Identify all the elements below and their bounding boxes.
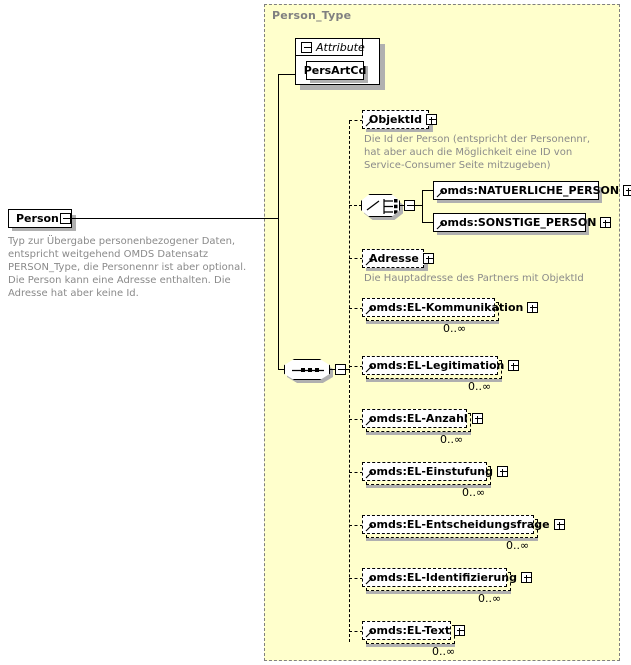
node-natuerliche-person-expander[interactable] — [623, 185, 631, 196]
node-objektid-annotation: Die Id der Person (entspricht der Person… — [364, 134, 594, 171]
choice-icon — [366, 199, 398, 214]
connector-bus-to-kommunikation — [349, 308, 363, 309]
node-sonstige-person-label: omds:SONSTIGE_PERSON — [440, 216, 597, 229]
connector-bus-to-identifizierung — [349, 578, 363, 579]
connector-sequence-expander-to-bus — [345, 369, 350, 370]
node-entscheidungsfrage-expander[interactable] — [553, 519, 565, 530]
root-element-person[interactable]: Person — [8, 209, 72, 228]
node-einstufung-expander[interactable] — [497, 466, 509, 477]
node-identifizierung-label: omds:EL-Identifizierung — [369, 571, 517, 584]
node-entscheidungsfrage-label: omds:EL-Entscheidungsfrage — [369, 518, 550, 531]
node-identifizierung[interactable]: omds:EL-Identifizierung — [362, 568, 532, 587]
node-identifizierung-occurs: 0..∞ — [478, 592, 502, 605]
connector-root-to-type — [71, 218, 278, 219]
connector-sequence-to-expander — [329, 369, 336, 370]
sequence-icon — [292, 368, 324, 372]
attribute-group-expander[interactable] — [301, 41, 312, 53]
node-identifizierung-expander[interactable] — [520, 572, 532, 583]
node-text[interactable]: omds:EL-Text — [362, 621, 466, 640]
connector-choice-to-natuerliche — [422, 190, 433, 191]
connector-choice-expander-to-bus — [414, 205, 423, 206]
connector-bus-to-einstufung — [349, 472, 363, 473]
node-adresse-annotation: Die Hauptadresse des Partners mit Objekt… — [364, 273, 584, 284]
node-anzahl-label: omds:EL-Anzahl — [369, 412, 468, 425]
node-einstufung-label: omds:EL-Einstufung — [369, 465, 494, 478]
node-entscheidungsfrage[interactable]: omds:EL-Entscheidungsfrage — [362, 515, 565, 534]
attribute-group-label: Attribute — [316, 40, 365, 54]
node-legitimation-occurs: 0..∞ — [468, 380, 492, 393]
node-legitimation-expander[interactable] — [508, 360, 520, 371]
node-objektid[interactable]: ObjektId — [362, 110, 437, 129]
connector-choice-branch-bus — [422, 190, 423, 223]
node-sonstige-person-expander[interactable] — [600, 217, 612, 228]
node-legitimation[interactable]: omds:EL-Legitimation — [362, 356, 520, 375]
node-text-expander[interactable] — [454, 625, 466, 636]
node-objektid-expander[interactable] — [426, 114, 437, 125]
connector-bus-to-anzahl — [349, 419, 363, 420]
sequence-compositor-expander[interactable] — [335, 364, 346, 375]
sequence-compositor[interactable] — [284, 359, 330, 380]
connector-trunk-vertical — [278, 74, 279, 369]
node-kommunikation-occurs: 0..∞ — [443, 322, 467, 335]
node-anzahl[interactable]: omds:EL-Anzahl — [362, 409, 483, 428]
node-kommunikation-label: omds:EL-Kommunikation — [369, 301, 524, 314]
attribute-persartcd-label: PersArtCd — [303, 64, 367, 77]
attribute-persartcd[interactable]: PersArtCd — [303, 61, 367, 80]
type-container-person-type — [264, 4, 620, 661]
connector-bus-to-text — [349, 631, 363, 632]
connector-bus-to-legitimation — [349, 366, 363, 367]
type-container-label: Person_Type — [272, 9, 352, 22]
choice-compositor-expander[interactable] — [404, 200, 415, 211]
node-einstufung-occurs: 0..∞ — [462, 486, 486, 499]
node-entscheidungsfrage-occurs: 0..∞ — [506, 539, 530, 552]
node-text-label: omds:EL-Text — [369, 624, 451, 637]
node-anzahl-occurs: 0..∞ — [440, 433, 464, 446]
root-element-expander[interactable] — [60, 213, 71, 224]
node-kommunikation-expander[interactable] — [527, 302, 539, 313]
node-kommunikation[interactable]: omds:EL-Kommunikation — [362, 298, 539, 317]
node-adresse-expander[interactable] — [422, 253, 434, 264]
node-anzahl-expander[interactable] — [471, 413, 483, 424]
connector-trunk-to-sequence — [278, 369, 288, 370]
attribute-group-header[interactable]: Attribute — [295, 38, 365, 56]
node-sonstige-person[interactable]: omds:SONSTIGE_PERSON — [433, 213, 612, 232]
node-einstufung[interactable]: omds:EL-Einstufung — [362, 462, 509, 481]
node-objektid-label: ObjektId — [369, 113, 422, 126]
connector-children-bus — [349, 121, 350, 642]
connector-bus-to-choice — [349, 205, 362, 206]
connector-bus-to-entscheidungsfrage — [349, 525, 363, 526]
connector-choice-to-expander — [399, 205, 405, 206]
root-element-annotation: Typ zur Übergabe personenbezogener Daten… — [8, 236, 250, 299]
choice-compositor[interactable] — [361, 194, 400, 217]
connector-choice-to-sonstige — [422, 222, 433, 223]
root-element-label: Person — [16, 212, 59, 225]
node-legitimation-label: omds:EL-Legitimation — [369, 359, 505, 372]
connector-bus-to-objektid — [349, 120, 363, 121]
connector-bus-to-adresse — [349, 258, 363, 259]
node-natuerliche-person-label: omds:NATUERLICHE_PERSON — [440, 184, 620, 197]
node-adresse-label: Adresse — [369, 252, 419, 265]
node-text-occurs: 0..∞ — [432, 645, 456, 658]
connector-trunk-to-attribute — [278, 74, 295, 75]
node-adresse[interactable]: Adresse — [362, 249, 434, 268]
node-natuerliche-person[interactable]: omds:NATUERLICHE_PERSON — [433, 181, 631, 200]
